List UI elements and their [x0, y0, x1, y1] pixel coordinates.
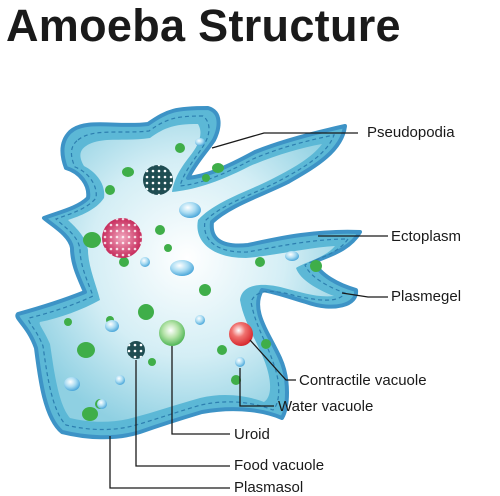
leader-uroid	[171, 346, 230, 435]
leader-food-vacuole	[135, 360, 230, 467]
label-ectoplasm: Ectoplasm	[391, 228, 462, 245]
uroid	[159, 320, 185, 346]
label-plasmasol: Plasmasol	[234, 479, 304, 496]
page-title: Amoeba Structure	[6, 0, 401, 51]
label-contractile-vacuole: Contractile vacuole	[299, 372, 427, 389]
label-plasmegel: Plasmegel	[391, 288, 462, 305]
leader-water-vacuole	[239, 368, 274, 407]
contractile-vacuole	[229, 322, 253, 346]
label-food-vacuole: Food vacuole	[234, 457, 325, 474]
label-water-vacuole: Water vacuole	[278, 398, 374, 415]
label-pseudopodia: Pseudopodia	[367, 124, 455, 141]
leader-pseudopodia	[211, 132, 358, 149]
nucleus	[102, 218, 142, 258]
leader-plasmegel	[341, 292, 388, 298]
water-vacuoles	[64, 138, 299, 409]
ectoplasm-boundary	[27, 115, 350, 431]
leader-contractile-vacuole	[249, 339, 296, 381]
food-vacuole-large	[143, 165, 173, 195]
leader-plasmasol	[109, 436, 230, 489]
label-uroid: Uroid	[234, 426, 270, 443]
leader-lines	[109, 132, 388, 489]
food-vacuole	[127, 341, 145, 359]
